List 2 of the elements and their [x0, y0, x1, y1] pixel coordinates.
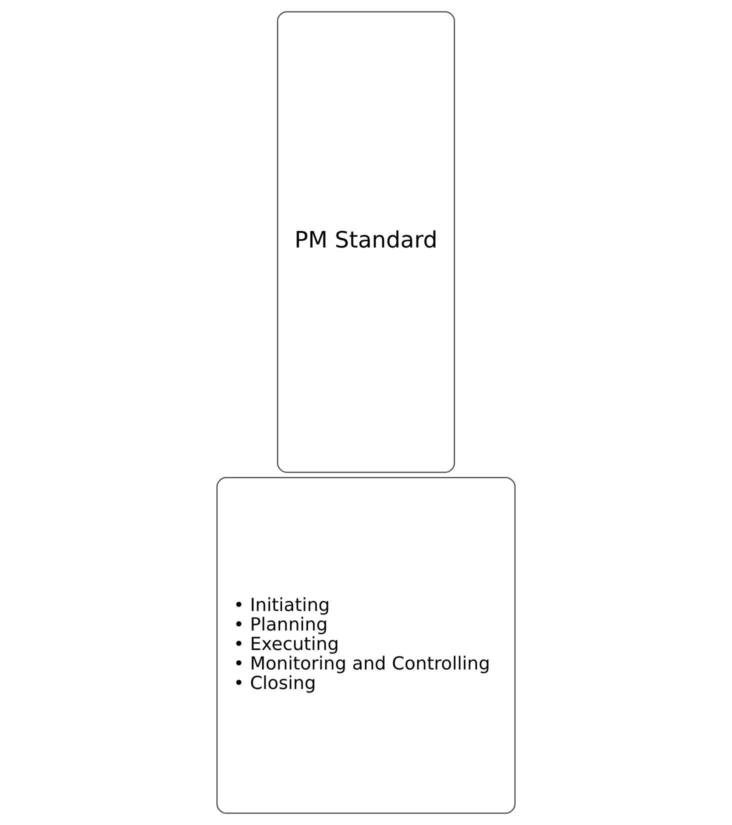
node-box: • Initiating • Planning • Executing • Monitoring and Controlling • Closing [216, 477, 516, 814]
node-box: PM Standard [277, 11, 455, 473]
